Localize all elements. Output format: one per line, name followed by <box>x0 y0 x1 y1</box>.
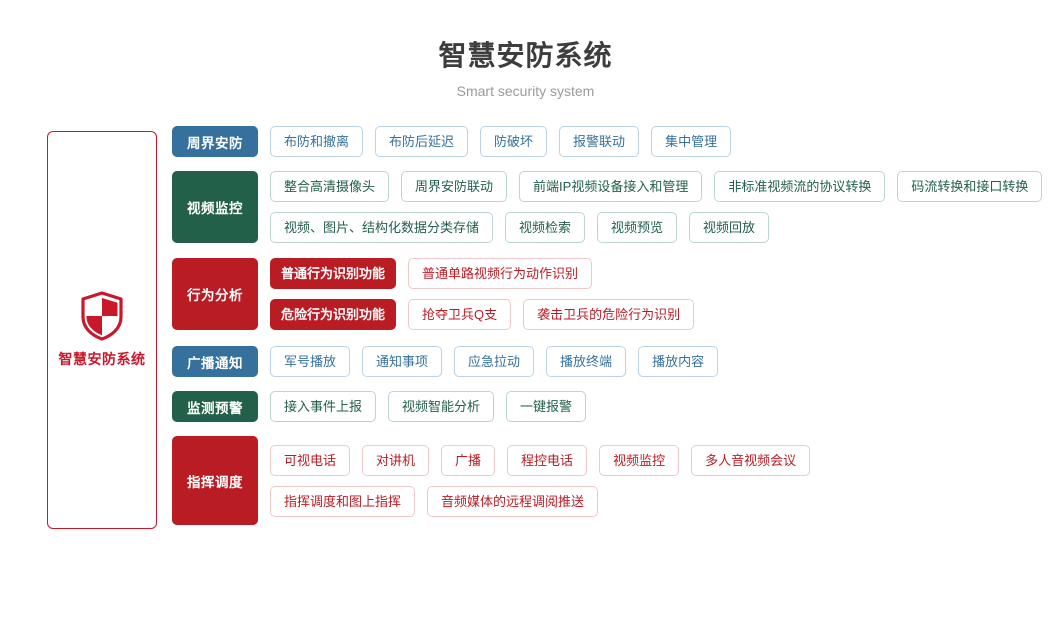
feature-item[interactable]: 程控电话 <box>507 444 588 476</box>
feature-item[interactable]: 抢夺卫兵Q支 <box>408 299 512 330</box>
category-row: 监测预警接入事件上报视频智能分析一键报警 <box>172 391 1051 422</box>
category-row: 周界安防布防和撤离布防后延迟防破坏报警联动集中管理 <box>172 126 1051 157</box>
feature-item[interactable]: 视频回放 <box>689 212 770 243</box>
category-label-3[interactable]: 行为分析 <box>172 258 258 330</box>
feature-item[interactable]: 对讲机 <box>362 444 430 476</box>
page-header: 智慧安防系统 Smart security system <box>0 0 1051 100</box>
feature-item[interactable]: 视频智能分析 <box>388 391 495 422</box>
item-line: 指挥调度和图上指挥音频媒体的远程调阅推送 <box>258 485 1051 517</box>
feature-item[interactable]: 播放终端 <box>546 346 627 377</box>
category-items-group: 普通行为识别功能普通单路视频行为动作识别危险行为识别功能抢夺卫兵Q支袭击卫兵的危… <box>258 258 1051 330</box>
category-label-4[interactable]: 广播通知 <box>172 346 258 377</box>
category-items-group: 接入事件上报视频智能分析一键报警 <box>258 391 1051 422</box>
feature-item[interactable]: 多人音视频会议 <box>691 444 811 476</box>
category-label-6[interactable]: 指挥调度 <box>172 436 258 525</box>
feature-item[interactable]: 通知事项 <box>362 346 443 377</box>
feature-item[interactable]: 防破坏 <box>480 126 548 157</box>
feature-item[interactable]: 音频媒体的远程调阅推送 <box>427 485 599 517</box>
feature-item[interactable]: 周界安防联动 <box>401 171 508 202</box>
feature-item[interactable]: 接入事件上报 <box>270 391 377 422</box>
feature-item[interactable]: 指挥调度和图上指挥 <box>270 485 416 517</box>
item-line: 视频、图片、结构化数据分类存储视频检索视频预览视频回放 <box>258 212 1051 243</box>
feature-item[interactable]: 前端IP视频设备接入和管理 <box>519 171 703 202</box>
sidebar-system-card[interactable]: 智慧安防系统 <box>47 131 157 529</box>
feature-item[interactable]: 应急拉动 <box>454 346 535 377</box>
item-line: 军号播放通知事项应急拉动播放终端播放内容 <box>258 346 1051 377</box>
feature-item[interactable]: 整合高清摄像头 <box>270 171 390 202</box>
feature-item[interactable]: 普通单路视频行为动作识别 <box>408 258 593 289</box>
subcategory-label[interactable]: 危险行为识别功能 <box>270 299 397 330</box>
feature-item[interactable]: 播放内容 <box>638 346 719 377</box>
subcategory-label[interactable]: 普通行为识别功能 <box>270 258 397 289</box>
shield-icon <box>80 291 124 341</box>
category-row: 行为分析普通行为识别功能普通单路视频行为动作识别危险行为识别功能抢夺卫兵Q支袭击… <box>172 258 1051 330</box>
feature-item[interactable]: 广播 <box>441 444 496 476</box>
feature-item[interactable]: 视频监控 <box>599 444 680 476</box>
category-label-2[interactable]: 视频监控 <box>172 171 258 243</box>
item-line: 可视电话对讲机广播程控电话视频监控多人音视频会议 <box>258 444 1051 476</box>
feature-item[interactable]: 非标准视频流的协议转换 <box>714 171 886 202</box>
item-line: 接入事件上报视频智能分析一键报警 <box>258 391 1051 422</box>
category-items-group: 整合高清摄像头周界安防联动前端IP视频设备接入和管理非标准视频流的协议转换码流转… <box>258 171 1051 243</box>
feature-item[interactable]: 布防和撤离 <box>270 126 364 157</box>
feature-item[interactable]: 布防后延迟 <box>375 126 469 157</box>
category-label-5[interactable]: 监测预警 <box>172 391 258 422</box>
item-line: 危险行为识别功能抢夺卫兵Q支袭击卫兵的危险行为识别 <box>258 299 1051 330</box>
feature-item[interactable]: 报警联动 <box>559 126 640 157</box>
feature-item[interactable]: 视频、图片、结构化数据分类存储 <box>270 212 494 243</box>
category-row: 指挥调度可视电话对讲机广播程控电话视频监控多人音视频会议指挥调度和图上指挥音频媒… <box>172 436 1051 525</box>
item-line: 布防和撤离布防后延迟防破坏报警联动集中管理 <box>258 126 1051 157</box>
feature-item[interactable]: 一键报警 <box>506 391 587 422</box>
sidebar-system-label: 智慧安防系统 <box>58 351 146 367</box>
feature-item[interactable]: 视频检索 <box>505 212 586 243</box>
category-items-group: 布防和撤离布防后延迟防破坏报警联动集中管理 <box>258 126 1051 157</box>
feature-item[interactable]: 视频预览 <box>597 212 678 243</box>
category-row: 广播通知军号播放通知事项应急拉动播放终端播放内容 <box>172 346 1051 377</box>
page-title: 智慧安防系统 <box>438 40 613 71</box>
category-label-1[interactable]: 周界安防 <box>172 126 258 157</box>
feature-item[interactable]: 袭击卫兵的危险行为识别 <box>523 299 695 330</box>
feature-item[interactable]: 码流转换和接口转换 <box>897 171 1043 202</box>
item-line: 整合高清摄像头周界安防联动前端IP视频设备接入和管理非标准视频流的协议转换码流转… <box>258 171 1051 202</box>
item-line: 普通行为识别功能普通单路视频行为动作识别 <box>258 258 1051 289</box>
feature-item[interactable]: 集中管理 <box>651 126 732 157</box>
category-items-group: 军号播放通知事项应急拉动播放终端播放内容 <box>258 346 1051 377</box>
category-items-group: 可视电话对讲机广播程控电话视频监控多人音视频会议指挥调度和图上指挥音频媒体的远程… <box>258 436 1051 525</box>
feature-item[interactable]: 可视电话 <box>270 444 351 476</box>
page-subtitle: Smart security system <box>456 83 595 99</box>
category-rows: 周界安防布防和撤离布防后延迟防破坏报警联动集中管理视频监控整合高清摄像头周界安防… <box>172 126 1051 525</box>
feature-item[interactable]: 军号播放 <box>270 346 351 377</box>
category-row: 视频监控整合高清摄像头周界安防联动前端IP视频设备接入和管理非标准视频流的协议转… <box>172 171 1051 243</box>
